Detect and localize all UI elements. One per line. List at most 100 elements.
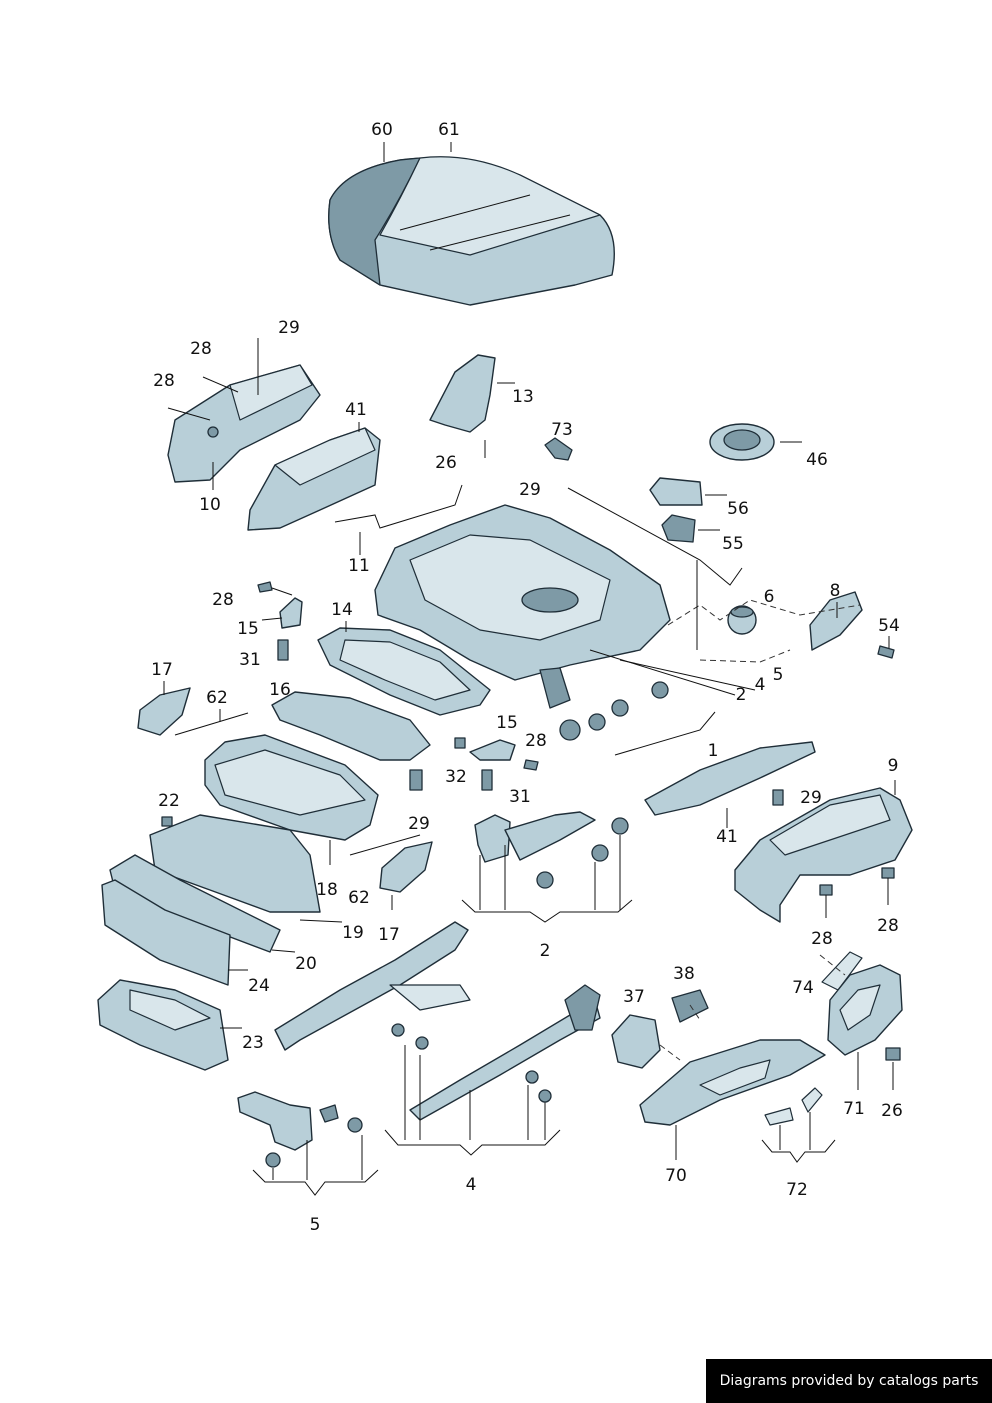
- mat-16: [271, 691, 431, 761]
- footer-text: Diagrams provided by catalogs parts: [719, 1373, 979, 1389]
- callout-16: 16: [269, 680, 291, 700]
- callout-19: 19: [342, 923, 364, 943]
- screw-28-right-a: [819, 884, 833, 896]
- callout-17: 17: [378, 925, 400, 945]
- callout-22: 22: [158, 791, 180, 811]
- callout-62: 62: [348, 888, 370, 908]
- seat-rail-4: [274, 921, 601, 1121]
- callout-73: 73: [551, 420, 573, 440]
- callout-2: 2: [540, 941, 551, 961]
- callout-71: 71: [843, 1099, 865, 1119]
- plate-14: [317, 627, 491, 716]
- callout-62: 62: [206, 688, 228, 708]
- right-side-trim-9: [734, 787, 913, 923]
- knob-6: [727, 605, 757, 635]
- callout-61: 61: [438, 120, 460, 140]
- callout-28: 28: [811, 929, 833, 949]
- storage-tray-23: [97, 979, 229, 1071]
- speaker-46: [709, 423, 775, 461]
- callout-17: 17: [151, 660, 173, 680]
- foam-cushion-18: [204, 734, 379, 841]
- callout-4: 4: [466, 1175, 477, 1195]
- callout-1: 1: [708, 741, 719, 761]
- callout-5: 5: [310, 1215, 321, 1235]
- callout-74: 74: [792, 978, 814, 998]
- screw-28: [257, 581, 273, 593]
- callout-26: 26: [435, 453, 457, 473]
- screw-54: [877, 645, 895, 659]
- cap-74: [821, 951, 863, 991]
- clip-32: [454, 737, 466, 749]
- bracket-15: [279, 597, 303, 629]
- switch-38: [671, 989, 709, 1023]
- callout-60: 60: [371, 120, 393, 140]
- screw-22: [161, 816, 173, 827]
- callout-6: 6: [764, 587, 775, 607]
- switch-panel-70: [639, 1039, 826, 1126]
- callout-29: 29: [408, 814, 430, 834]
- seat-frame: [374, 504, 671, 709]
- callout-23: 23: [242, 1033, 264, 1053]
- clip-73: [544, 437, 573, 461]
- callout-55: 55: [722, 534, 744, 554]
- callout-9: 9: [888, 756, 899, 776]
- callout-20: 20: [295, 954, 317, 974]
- left-side-trim: [167, 364, 321, 483]
- side-panel-lower: [644, 741, 816, 816]
- switch-37: [611, 1014, 661, 1069]
- callout-5: 5: [773, 665, 784, 685]
- callout-28: 28: [877, 916, 899, 936]
- callout-2: 2: [736, 685, 747, 705]
- callout-28: 28: [212, 590, 234, 610]
- trim-panel-24: [101, 879, 231, 986]
- callout-15: 15: [496, 713, 518, 733]
- side-cover-71: [827, 964, 903, 1056]
- bracket-15-mid: [469, 739, 516, 761]
- callout-41: 41: [716, 827, 738, 847]
- callout-72: 72: [786, 1180, 808, 1200]
- callout-28: 28: [153, 371, 175, 391]
- clip-29: [409, 769, 423, 791]
- callout-15: 15: [237, 619, 259, 639]
- callout-38: 38: [673, 964, 695, 984]
- length-adjust-motor-5: [237, 1091, 363, 1168]
- callout-29: 29: [278, 318, 300, 338]
- callout-8: 8: [830, 581, 841, 601]
- cap-72-a: [764, 1107, 794, 1126]
- callout-29: 29: [519, 480, 541, 500]
- cover-17-right: [379, 841, 433, 893]
- connector-55: [661, 514, 696, 543]
- screw-31: [277, 639, 289, 661]
- callout-24: 24: [248, 976, 270, 996]
- cap-72-b: [801, 1087, 823, 1113]
- footer-credit: Diagrams provided by catalogs parts: [706, 1359, 992, 1403]
- callout-13: 13: [512, 387, 534, 407]
- callout-11: 11: [348, 556, 370, 576]
- callout-56: 56: [727, 499, 749, 519]
- callout-31: 31: [509, 787, 531, 807]
- callout-26: 26: [881, 1101, 903, 1121]
- callout-31: 31: [239, 650, 261, 670]
- callout-41: 41: [345, 400, 367, 420]
- callout-54: 54: [878, 616, 900, 636]
- screw-28-mid: [523, 759, 539, 771]
- callout-10: 10: [199, 495, 221, 515]
- side-panel-upper: [247, 427, 381, 531]
- callout-32: 32: [445, 767, 467, 787]
- screw-31-mid: [481, 769, 493, 791]
- clip-26: [885, 1047, 901, 1061]
- callout-14: 14: [331, 600, 353, 620]
- callout-28: 28: [525, 731, 547, 751]
- height-adjust-motor-2: [474, 811, 629, 889]
- callout-37: 37: [623, 987, 645, 1007]
- seat-cushion-cover: [328, 156, 615, 306]
- cover-17: [137, 687, 191, 736]
- callout-46: 46: [806, 450, 828, 470]
- bracket-56: [649, 477, 703, 506]
- callout-28: 28: [190, 339, 212, 359]
- shield-part-13: [429, 354, 496, 433]
- screw-28-right-b: [881, 867, 895, 879]
- callout-29: 29: [800, 788, 822, 808]
